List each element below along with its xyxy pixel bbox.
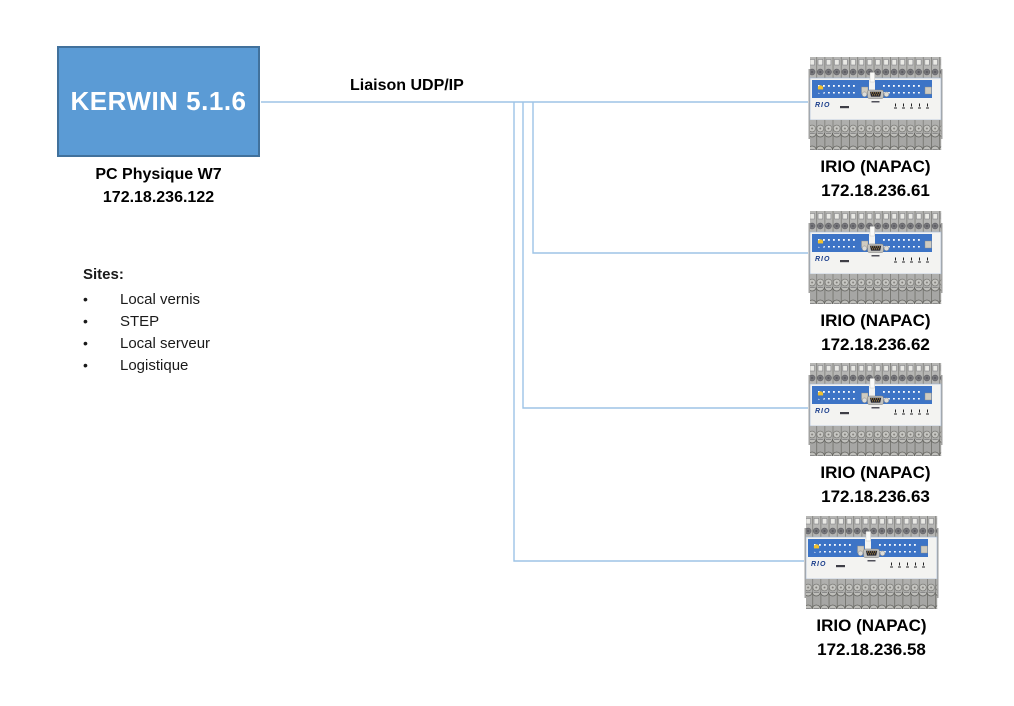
device-ip-label: 172.18.236.62 (821, 335, 930, 354)
irio-device-image: RIO (808, 211, 943, 304)
irio-device-1: RIO IRIO (NAPAC) 172.18.236.61 (808, 57, 943, 203)
device-brand-text: RIO (811, 561, 827, 568)
device-name-label: IRIO (NAPAC) (820, 157, 931, 176)
kerwin-label: KERWIN 5.1.6 (70, 86, 247, 116)
bullet-icon: • (83, 313, 88, 329)
device-name-label: IRIO (NAPAC) (816, 616, 927, 635)
device-ip-label: 172.18.236.58 (817, 640, 926, 659)
irio-device-image: RIO (804, 516, 939, 609)
site-item-label: Logistique (120, 357, 189, 374)
device-name-label: IRIO (NAPAC) (820, 463, 931, 482)
device-brand-text: RIO (815, 102, 831, 109)
site-item-label: Local vernis (120, 291, 201, 308)
site-item-label: Local serveur (120, 335, 211, 352)
kerwin-server-box: KERWIN 5.1.6 (57, 46, 260, 157)
site-item: • Logistique (83, 357, 303, 374)
device-brand-text: RIO (815, 408, 831, 415)
device-ip-label: 172.18.236.63 (821, 487, 930, 506)
branch-line-device3 (522, 102, 808, 409)
pc-caption: PC Physique W7 172.18.236.122 (57, 163, 260, 209)
pc-caption-line2: 172.18.236.122 (102, 189, 215, 206)
bullet-icon: • (83, 291, 88, 307)
irio-device-2: RIO IRIO (NAPAC) 172.18.236.62 (808, 211, 943, 357)
irio-device-image: RIO (808, 57, 943, 150)
irio-device-3: RIO IRIO (NAPAC) 172.18.236.63 (808, 363, 943, 509)
irio-device-image: RIO (808, 363, 943, 456)
sites-list: Sites: • Local vernis • STEP • Local ser… (83, 266, 303, 380)
pc-caption-line1: PC Physique W7 (95, 166, 222, 183)
device-brand-text: RIO (815, 256, 831, 263)
bullet-icon: • (83, 357, 88, 373)
site-item: • Local vernis (83, 291, 303, 308)
branch-line-device4 (513, 102, 804, 562)
site-item: • Local serveur (83, 335, 303, 352)
site-item: • STEP (83, 313, 303, 330)
udp-link-label: Liaison UDP/IP (350, 77, 464, 94)
device-name-label: IRIO (NAPAC) (820, 311, 931, 330)
device-ip-label: 172.18.236.61 (821, 181, 930, 200)
branch-line-device2 (532, 102, 808, 254)
sites-heading: Sites: (83, 266, 124, 283)
irio-device-4: RIO IRIO (NAPAC) 172.18.236.58 (804, 516, 939, 662)
bullet-icon: • (83, 335, 88, 351)
site-item-label: STEP (120, 313, 160, 330)
